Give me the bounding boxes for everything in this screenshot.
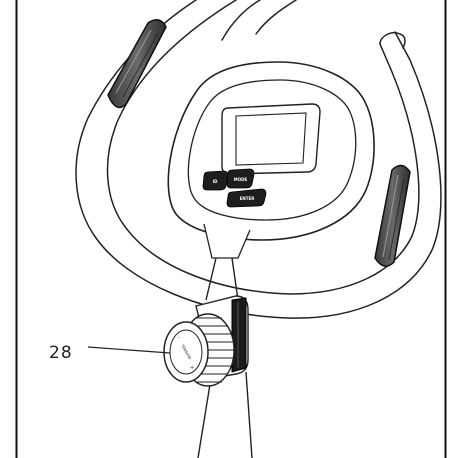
callout-28: 28 <box>49 343 171 363</box>
knob-plus-sign: + <box>190 365 194 371</box>
console-button-mode[interactable]: MODE <box>226 168 255 189</box>
console-button-id[interactable]: ID <box>202 170 229 191</box>
console-button-enter[interactable]: ENTER <box>226 188 267 208</box>
console-button-enter-label: ENTER <box>240 196 255 201</box>
right-grip <box>374 164 411 267</box>
left-grip <box>107 19 167 109</box>
tension-knob[interactable]: TENSION - + <box>163 313 235 387</box>
console <box>167 61 375 259</box>
console-button-mode-label: MODE <box>234 177 248 182</box>
console-button-id-label: ID <box>213 179 218 184</box>
knob-minus-sign: - <box>178 335 180 341</box>
callout-number: 28 <box>49 343 73 363</box>
console-buttons: ID MODE ENTER <box>202 168 267 208</box>
upright-post <box>197 257 253 458</box>
callout-leader-line <box>87 346 171 354</box>
